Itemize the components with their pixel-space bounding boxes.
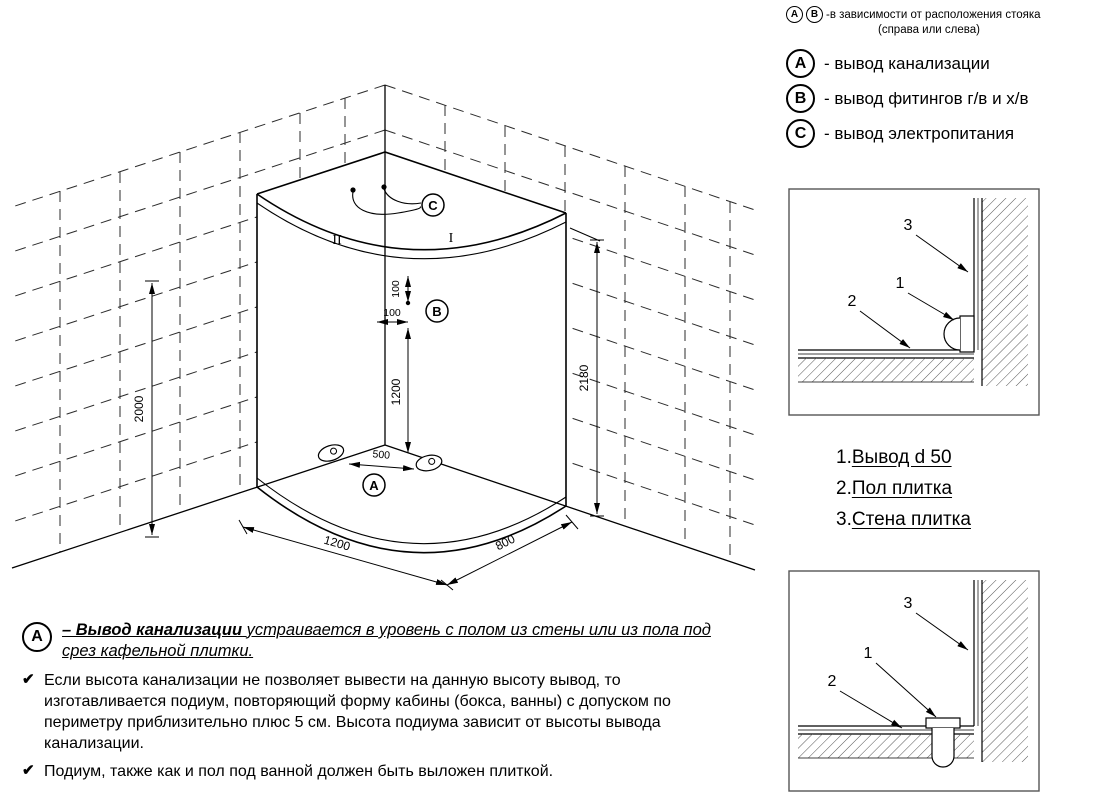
legend-item-a: A - вывод канализации — [786, 49, 1098, 78]
riser-note-subtext: (справа или слева) — [878, 24, 980, 36]
marker-c-circle — [421, 193, 445, 217]
dimension-inner-1200: 1200 — [389, 328, 411, 453]
materials-item-3: 3.Стена плитка — [836, 504, 971, 535]
item-1-label: Вывод d 50 — [851, 447, 952, 468]
item-3-label: Стена плитка — [851, 509, 971, 530]
isometric-installation-drawing: C II I 100 100 B 1200 500 — [11, 84, 756, 591]
dimension-2000: 2000 — [132, 280, 159, 538]
roof-cable-dot — [350, 187, 356, 193]
materials-item-2: 2.Пол плитка — [836, 473, 971, 504]
letter-b-icon: B — [806, 6, 823, 23]
detail1-pipe-outlet — [943, 315, 975, 353]
legend-item-b-text: - вывод фитингов г/в и х/в — [824, 88, 1029, 108]
materials-item-1: 1.Вывод d 50 — [836, 442, 971, 473]
callout-2: 2 — [828, 673, 837, 690]
letter-a-icon: A — [786, 6, 803, 23]
detail2-pipe-outlet — [925, 717, 961, 768]
marker-a-circle — [362, 473, 386, 497]
item-2-label: Пол плитка — [851, 478, 953, 499]
legend-item-b: B - вывод фитингов г/в и х/в — [786, 84, 1098, 113]
dim-100-vertical: 100 — [390, 280, 402, 298]
item-3-number: 3. — [836, 509, 852, 530]
callout-2: 2 — [848, 293, 857, 310]
note-a-text: – Вывод канализации устраивается в урове… — [62, 620, 744, 663]
panel-i-label: I — [449, 231, 454, 246]
note-bullet-1: ✔ Если высота канализации не позволяет в… — [22, 670, 744, 754]
callout-1: 1 — [864, 645, 873, 662]
letter-a-icon: A — [22, 622, 52, 652]
callout-1: 1 — [896, 275, 905, 292]
item-2-number: 2. — [836, 478, 852, 499]
outlet-legend: A - вывод канализации B - вывод фитингов… — [786, 49, 1098, 148]
panel-ii-label: II — [332, 233, 342, 248]
legend-item-c: C - вывод электропитания — [786, 119, 1098, 148]
wall-outlet-detail-drawing: 3 1 2 — [788, 188, 1040, 416]
dimension-2180: 2180 — [569, 227, 604, 517]
note-a-row: A – Вывод канализации устраивается в уро… — [22, 620, 744, 663]
riser-note-text: -в зависимости от расположения стояка — [826, 8, 1041, 21]
marker-b-group: 100 100 B — [377, 276, 449, 325]
note-bullet-2-text: Подиум, также как и пол под ванной долже… — [44, 763, 554, 781]
dim-2000-label: 2000 — [132, 395, 146, 422]
detail1-wall — [973, 198, 1028, 386]
note-a-body: устраивается в уровень с полом из стены … — [62, 621, 711, 661]
note-bullet-1-text: Если высота канализации не позволяет выв… — [44, 671, 671, 753]
marker-a-label: A — [369, 478, 379, 493]
detail2-wall — [973, 580, 1028, 762]
installation-notes: A – Вывод канализации устраивается в уро… — [22, 620, 744, 782]
marker-b-label: B — [432, 304, 441, 319]
note-bullet-2: ✔ Подиум, также как и пол под ванной дол… — [22, 761, 744, 782]
shower-cabin-body — [257, 152, 566, 553]
dim-100-horizontal: 100 — [383, 307, 401, 319]
roof-cable-dot — [381, 184, 387, 190]
materials-legend: 1.Вывод d 50 2.Пол плитка 3.Стена плитка — [836, 442, 971, 535]
detail1-floor — [798, 349, 974, 383]
legend-item-c-text: - вывод электропитания — [824, 123, 1015, 143]
marker-c-group: C — [350, 184, 445, 217]
letter-c-icon: C — [786, 119, 815, 148]
dim-inner-1200-label: 1200 — [389, 378, 403, 405]
letter-b-icon: B — [786, 84, 815, 113]
legend-item-a-text: - вывод канализации — [824, 53, 990, 73]
floor-outlet-detail-drawing: 3 1 2 — [788, 570, 1040, 792]
check-icon: ✔ — [22, 670, 35, 688]
callout-3: 3 — [904, 217, 913, 234]
marker-b-circle — [425, 299, 449, 323]
marker-c-label: C — [428, 198, 438, 213]
letter-a-icon: A — [786, 49, 815, 78]
legend-riser-note: A B -в зависимости от расположения стояк… — [786, 6, 1098, 154]
detail2-callouts: 3 1 2 — [828, 595, 969, 729]
note-a-title: – Вывод канализации — [62, 621, 243, 639]
dim-500-label: 500 — [372, 448, 391, 461]
riser-note-row: A B -в зависимости от расположения стояк… — [786, 6, 1098, 23]
left-wall-tile-grid — [11, 84, 386, 552]
callout-3: 3 — [904, 595, 913, 612]
check-icon: ✔ — [22, 762, 35, 780]
item-1-number: 1. — [836, 447, 852, 468]
dim-2180-label: 2180 — [577, 364, 591, 391]
floor-items: 500 A — [317, 444, 443, 497]
wall-corner-lines — [11, 85, 756, 571]
detail1-callouts: 3 1 2 — [848, 217, 969, 349]
